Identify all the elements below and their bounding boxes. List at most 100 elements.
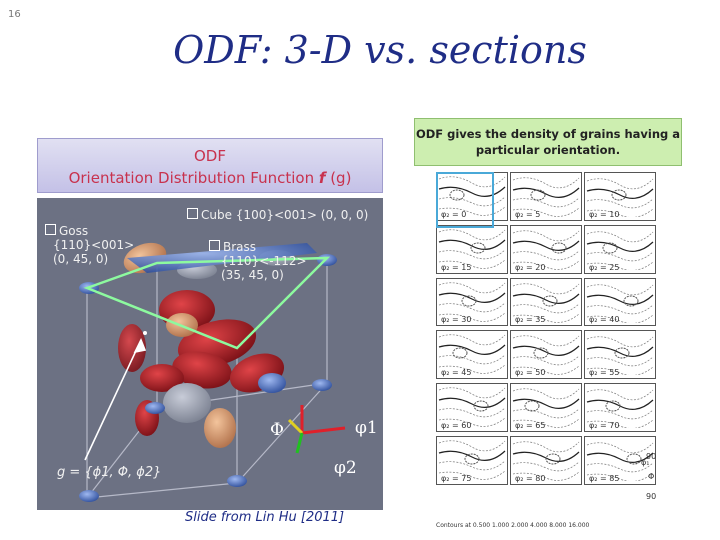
contour-line [438, 387, 506, 399]
odf-section-cell: φ₂ = 60 [436, 383, 508, 432]
odf-heading-box: ODF Orientation Distribution Function f … [37, 138, 383, 193]
section-phi2-label: φ₂ = 60 [441, 420, 472, 430]
contour-line [586, 442, 654, 454]
section-phi2-label: φ₂ = 40 [589, 315, 620, 325]
contour-loop [626, 453, 642, 465]
contour-line [438, 259, 506, 269]
contour-line [586, 419, 654, 429]
phi-axis-label: Φ [648, 472, 655, 481]
contour-line [512, 345, 580, 357]
contour-line [512, 260, 580, 270]
section-contour-plot [512, 388, 580, 428]
section-contour-plot [438, 334, 506, 375]
odf-fullname: Orientation Distribution Function f (g) [68, 169, 352, 187]
odf-section-cell: φ₂ = 15 [436, 224, 508, 274]
contour-line [512, 441, 580, 453]
contour-line [586, 389, 654, 401]
contour-line [586, 472, 654, 482]
section-phi2-label: φ₂ = 45 [441, 368, 472, 378]
contour-line [512, 366, 580, 376]
section-phi2-label: φ₂ = 35 [515, 315, 546, 325]
section-phi2-label: φ₂ = 20 [515, 262, 546, 272]
odf-section-cell: φ₂ = 10 [584, 172, 656, 221]
section-phi2-label: φ₂ = 10 [589, 209, 620, 219]
slide-number: 16 [8, 9, 21, 20]
contour-line [438, 186, 506, 197]
contour-loop [551, 242, 567, 254]
contour-line [512, 313, 580, 323]
contour-loop [545, 453, 561, 465]
section-contour-plot [438, 440, 506, 480]
odf-3d-view: Goss {110}<001> (0, 45, 0) Cube {100}<00… [37, 198, 383, 510]
section-contour-plot [438, 176, 506, 216]
contour-line [512, 197, 580, 208]
section-contour-plot [512, 177, 580, 217]
section-phi2-label: φ₂ = 30 [441, 315, 472, 325]
contour-line [512, 293, 580, 304]
contour-loop [623, 295, 639, 307]
contour-line [586, 452, 654, 463]
odf-section-cell: φ₂ = 25 [584, 224, 656, 274]
section-contour-plot [586, 231, 654, 271]
section-phi2-label: φ₂ = 70 [589, 420, 620, 430]
contour-loop [614, 347, 630, 359]
contour-loop [473, 400, 489, 412]
odf-abbrev: ODF [194, 147, 226, 165]
contour-loop [530, 189, 546, 201]
contour-loop [461, 295, 477, 307]
section-contour-plot [512, 282, 580, 323]
section-phi2-label: φ₂ = 75 [441, 473, 472, 483]
odf-section-cell: φ₂ = 30 [436, 277, 508, 327]
contour-line [512, 451, 580, 462]
contour-line [512, 207, 580, 217]
g-vector-label: g = {ϕ1, Φ, ϕ2} [57, 465, 162, 480]
contour-loop [524, 400, 540, 412]
contour-line [586, 188, 654, 199]
section-contour-plot [512, 441, 580, 481]
contour-loop [611, 189, 627, 201]
section-phi2-label: φ₂ = 15 [441, 262, 472, 272]
contour-line [438, 239, 506, 250]
contour-line [438, 344, 506, 356]
contour-line [512, 177, 580, 189]
odf-section-cell: φ₂ = 45 [436, 330, 508, 380]
contour-line [438, 229, 506, 240]
contour-line [512, 335, 580, 347]
contour-line [438, 450, 506, 461]
contour-loop [464, 453, 480, 465]
contour-line [512, 461, 580, 472]
highlighted-section-frame [436, 172, 494, 228]
odf-section-cell: φ₂ = 65 [510, 383, 582, 432]
odf-section-cell: φ₂ = 85 [584, 436, 656, 485]
contour-line [512, 282, 580, 294]
contour-line [438, 302, 506, 312]
contour-line [438, 365, 506, 375]
section-phi2-label: φ₂ = 85 [589, 473, 620, 483]
section-contour-plot [586, 178, 654, 218]
slide-credit: Slide from Lin Hu [2011] [185, 510, 345, 525]
contour-line [512, 388, 580, 400]
contour-line [512, 408, 580, 419]
contour-line [586, 357, 654, 367]
odf-section-cell: φ₂ = 5 [510, 172, 582, 221]
section-contour-plot [438, 229, 506, 269]
contour-line [586, 251, 654, 262]
odf-section-cell: φ₂ = 50 [510, 330, 582, 380]
phi1-label: φ1 [355, 418, 378, 438]
phi1-axis-label: φ₁ [641, 458, 650, 467]
contour-line [512, 398, 580, 410]
capital-phi-label: Φ [270, 420, 284, 440]
contour-loop [602, 242, 618, 254]
contour-line [586, 314, 654, 324]
contour-line [512, 240, 580, 251]
goss-marker-icon [45, 224, 56, 235]
section-phi2-label: φ₂ = 50 [515, 368, 546, 378]
euler-axes [287, 405, 346, 454]
contour-line [586, 241, 654, 252]
g-vector-arrow [84, 338, 147, 461]
odf-section-cell: φ₂ = 80 [510, 436, 582, 485]
contour-line [438, 460, 506, 471]
contour-line [586, 198, 654, 209]
section-phi2-label: φ₂ = 5 [515, 209, 541, 219]
